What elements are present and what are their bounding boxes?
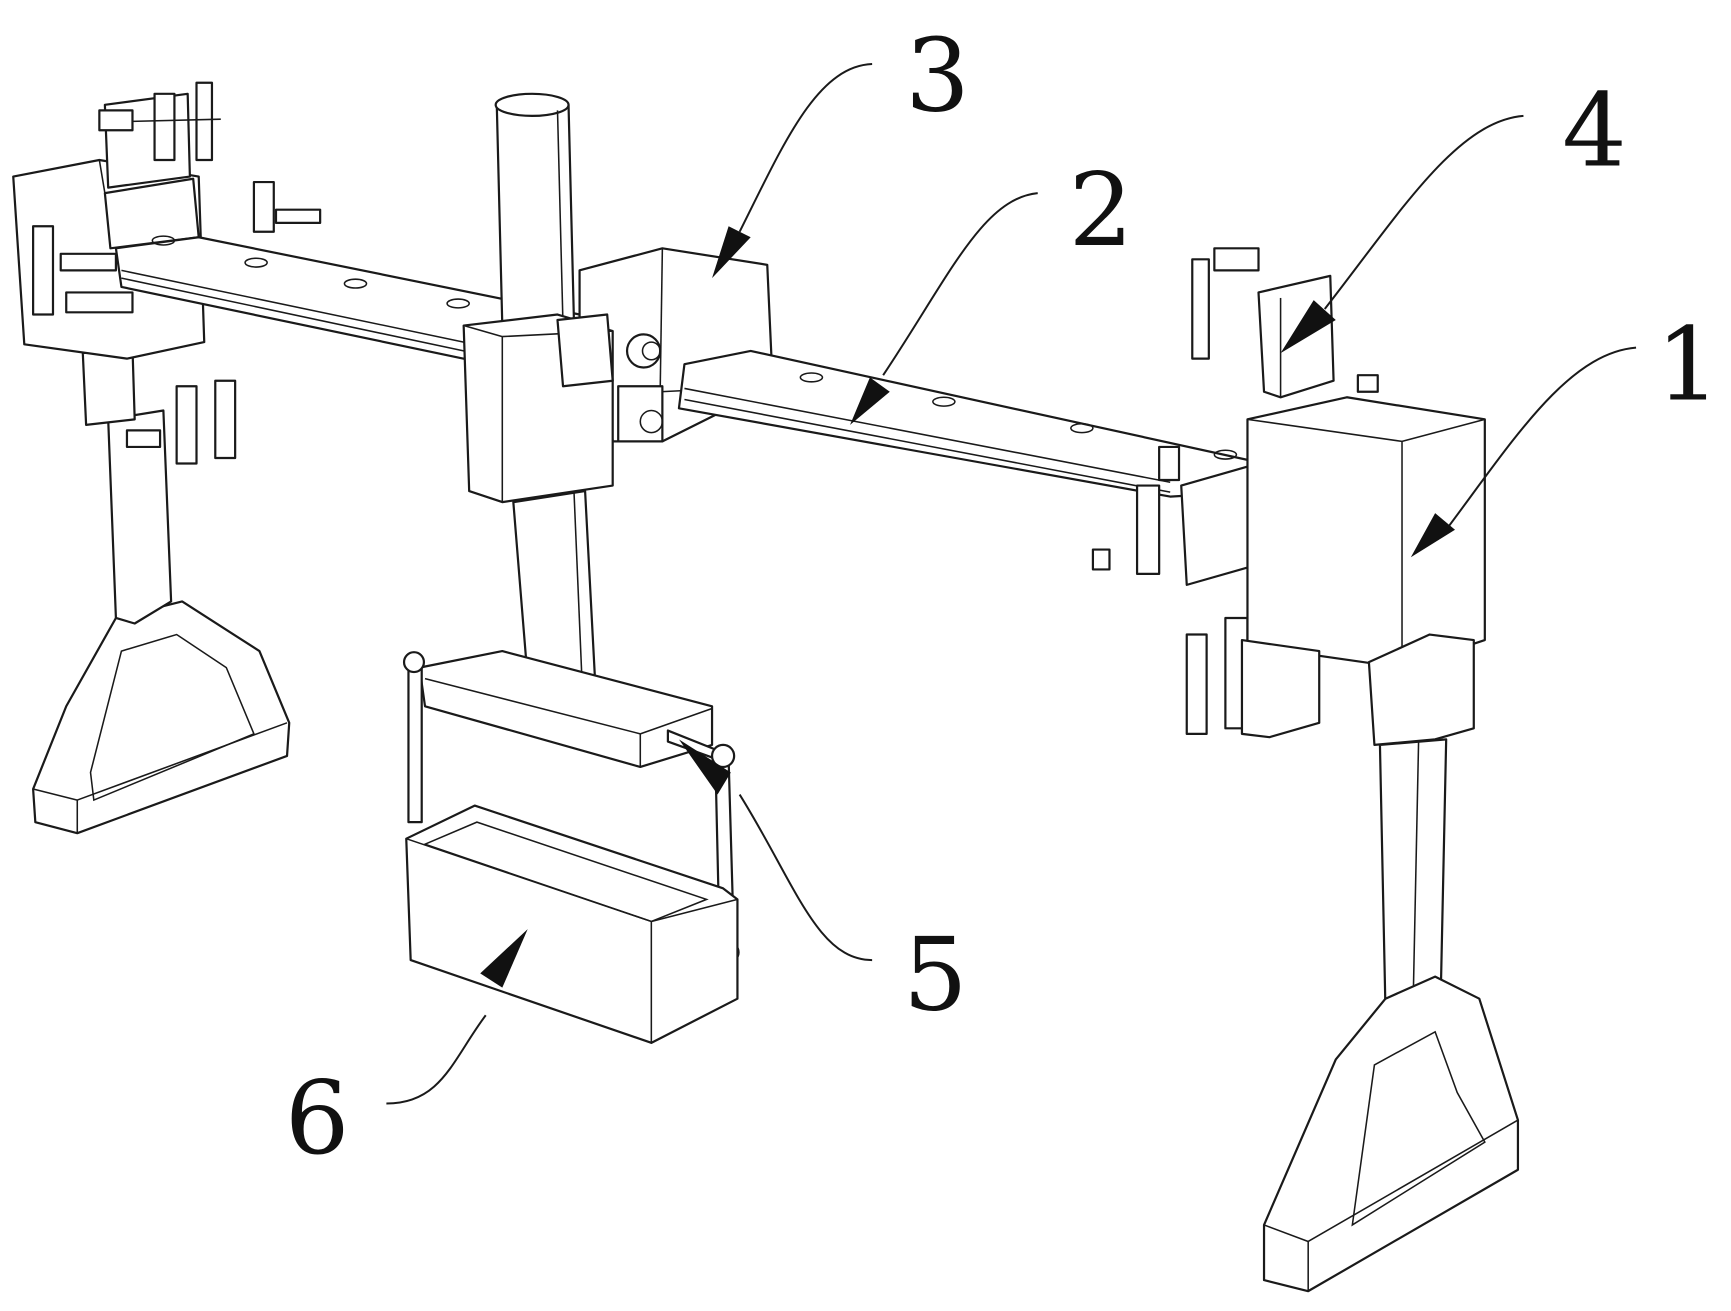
center-carriage	[462, 313, 614, 504]
right-column	[1367, 633, 1475, 1011]
left-base	[32, 600, 291, 835]
right-upright-block	[1240, 396, 1486, 739]
leader-6	[386, 929, 528, 1105]
leader-3	[712, 63, 873, 279]
spray-head-block	[418, 649, 714, 769]
label-5: 5	[903, 916, 968, 1034]
label-1: 1	[1656, 305, 1721, 423]
tank	[405, 804, 739, 1044]
label-4: 4	[1562, 72, 1627, 190]
leader-1	[1410, 346, 1637, 558]
label-6: 6	[285, 1059, 350, 1177]
leader-2	[850, 192, 1038, 425]
center-column-top	[494, 92, 576, 327]
left-column	[81, 346, 173, 625]
left-grippers	[32, 81, 322, 465]
label-2: 2	[1069, 151, 1134, 269]
leader-5	[678, 739, 873, 962]
label-3: 3	[905, 16, 970, 134]
leader-4	[1280, 114, 1524, 354]
right-base	[1262, 975, 1520, 1293]
